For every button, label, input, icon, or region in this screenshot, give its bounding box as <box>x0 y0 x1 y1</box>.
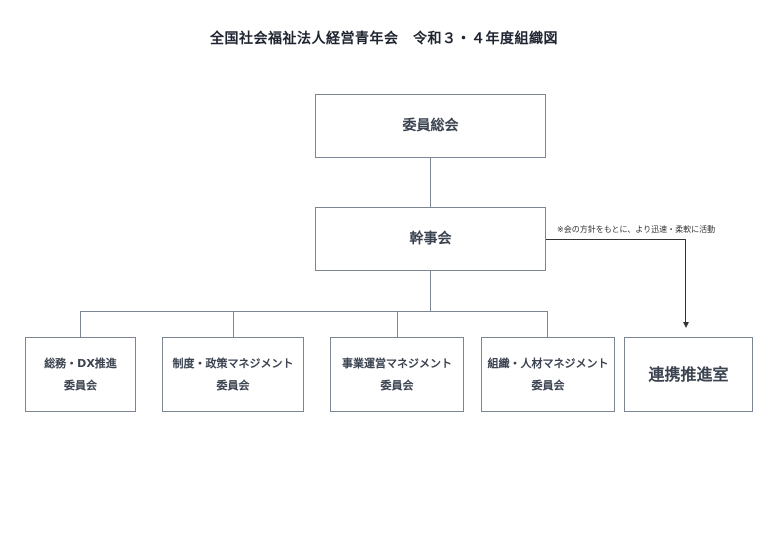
committee-label-line1: 組織・人材マネジメント <box>487 356 609 370</box>
connector-assembly-to-board <box>430 157 431 207</box>
connector-board-to-liaison-vertical <box>685 239 686 323</box>
committee-label-line2: 委員会 <box>380 378 414 392</box>
committee-box-general-affairs-dx: 総務・DX推進 委員会 <box>25 337 136 412</box>
committee-label-line1: 制度・政策マネジメント <box>172 356 294 370</box>
executive-board-label: 幹事会 <box>409 231 452 247</box>
connector-to-committee-4 <box>547 311 548 337</box>
liaison-office-label: 連携推進室 <box>648 364 729 384</box>
connector-to-committee-3 <box>397 311 398 337</box>
committee-box-policy-management: 制度・政策マネジメント 委員会 <box>162 337 304 412</box>
connector-to-committee-1 <box>80 311 81 337</box>
page-title: 全国社会福祉法人経営青年会 令和３・４年度組織図 <box>210 31 558 47</box>
arrow-down-icon <box>683 322 689 328</box>
connector-to-committee-2 <box>233 311 234 337</box>
committee-label-line1: 総務・DX推進 <box>44 356 117 370</box>
liaison-note: ※会の方針をもとに、より迅速・柔軟に活動 <box>557 225 716 234</box>
committee-label-line1: 事業運営マネジメント <box>342 356 452 370</box>
connector-board-down <box>430 270 431 312</box>
connector-horizontal-bar <box>80 311 548 312</box>
committee-label-line2: 委員会 <box>64 378 97 392</box>
executive-board-box: 幹事会 <box>315 207 546 271</box>
committee-box-business-management: 事業運営マネジメント 委員会 <box>330 337 464 412</box>
general-assembly-box: 委員総会 <box>315 94 546 158</box>
connector-board-to-liaison-horizontal <box>545 239 686 240</box>
liaison-office-box: 連携推進室 <box>624 337 753 412</box>
committee-label-line2: 委員会 <box>216 378 250 392</box>
general-assembly-label: 委員総会 <box>402 118 459 134</box>
committee-box-organization-hr: 組織・人材マネジメント 委員会 <box>481 337 615 412</box>
committee-label-line2: 委員会 <box>531 378 565 392</box>
